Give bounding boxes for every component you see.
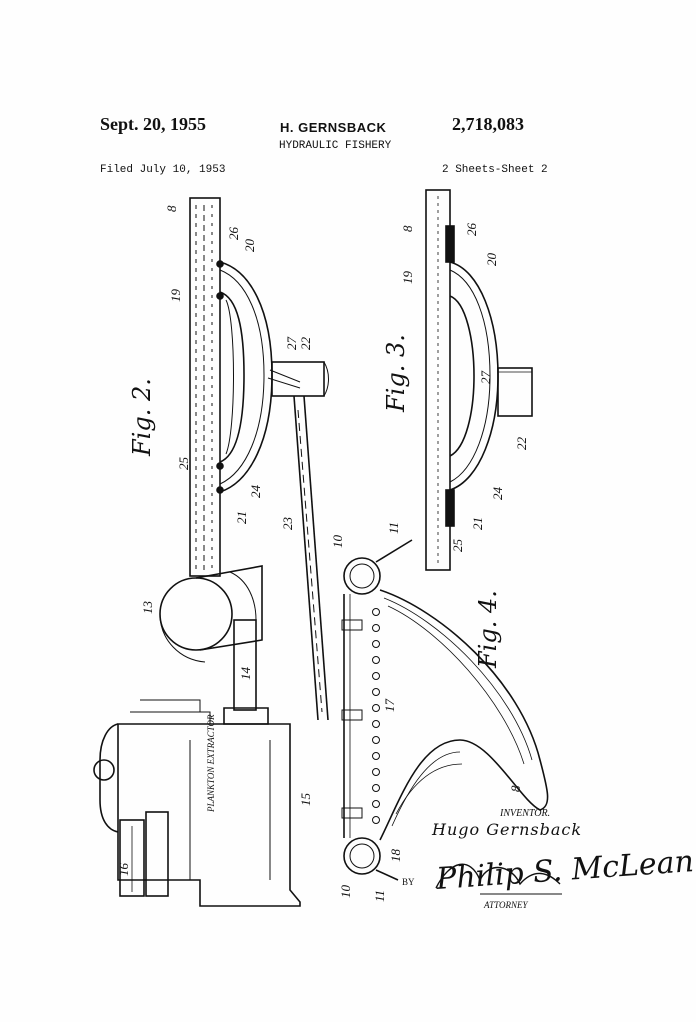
pipe-14: [233, 619, 257, 711]
numeral-21-fig3: 21: [470, 517, 485, 530]
numeral-15: 15: [298, 793, 313, 807]
numeral-26-fig3: 26: [464, 223, 479, 237]
numeral-20-fig3: 20: [484, 253, 499, 267]
float-10-bottom: [343, 837, 381, 875]
machine-label: PLANKTON EXTRACTOR: [206, 714, 216, 813]
fig2-label: Fig. 2.: [128, 378, 156, 457]
numeral-10-top: 10: [330, 535, 345, 549]
inner-baffle: [219, 291, 245, 463]
attorney-label: ATTORNEY: [484, 900, 528, 910]
hose-23: [293, 395, 319, 721]
numeral-8-fig3: 8: [400, 225, 415, 232]
by-label: BY: [402, 877, 415, 887]
fig3-pipe: [425, 189, 451, 571]
fig3-outlet: [497, 367, 533, 417]
numeral-24: 24: [248, 485, 263, 499]
numeral-18: 18: [388, 849, 403, 863]
signature-flourish: [435, 863, 561, 889]
pipe-8: [189, 197, 221, 577]
patent-number: 2,718,083: [452, 114, 524, 134]
float-10-top: [343, 557, 381, 595]
numeral-19-fig3: 19: [400, 271, 415, 285]
inventor-name: Hugo Gernsback: [432, 820, 583, 839]
numeral-20: 20: [242, 239, 257, 253]
numeral-27-fig3: 27: [478, 371, 493, 385]
numeral-21: 21: [234, 511, 249, 524]
numeral-11-top: 11: [386, 522, 401, 534]
numeral-22-fig3: 22: [514, 437, 529, 451]
numeral-22: 22: [298, 337, 313, 351]
sheet-count: 2 Sheets-Sheet 2: [442, 164, 548, 176]
numeral-13: 13: [140, 601, 155, 615]
numeral-25: 25: [176, 457, 191, 471]
fig2-drawing: [93, 197, 329, 907]
patent-title: HYDRAULIC FISHERY: [279, 140, 392, 152]
numeral-26: 26: [226, 227, 241, 241]
fig3-label: Fig. 3.: [382, 334, 410, 413]
fig3-drawing: [425, 189, 533, 571]
numeral-24-fig3: 24: [490, 487, 505, 501]
filed-date: Filed July 10, 1953: [100, 164, 226, 176]
fig4-label: Fig. 4.: [474, 590, 502, 669]
numeral-25-fig3: 25: [450, 539, 465, 553]
numeral-16: 16: [116, 863, 131, 877]
numeral-8: 8: [164, 205, 179, 212]
fig4-drawing: [341, 539, 549, 881]
numeral-10-bottom: 10: [338, 885, 353, 899]
numeral-7: 8: [508, 785, 523, 792]
patent-date: Sept. 20, 1955: [100, 114, 207, 134]
numeral-19: 19: [168, 289, 183, 303]
inventor-header: H. GERNSBACK: [280, 120, 387, 135]
reference-numerals: 8 26 20 19 27 22 25 24 21 23 13 14 15 16…: [116, 205, 529, 902]
numeral-27: 27: [284, 337, 299, 351]
outlet-pipe-22: [271, 361, 325, 397]
numeral-23: 23: [280, 517, 295, 531]
pump-13: [159, 577, 233, 651]
numeral-11-bottom: 11: [372, 890, 387, 902]
inventor-label: INVENTOR.: [500, 808, 551, 819]
numeral-17: 17: [382, 699, 397, 713]
numeral-14: 14: [238, 667, 253, 681]
net-body: [379, 589, 549, 841]
